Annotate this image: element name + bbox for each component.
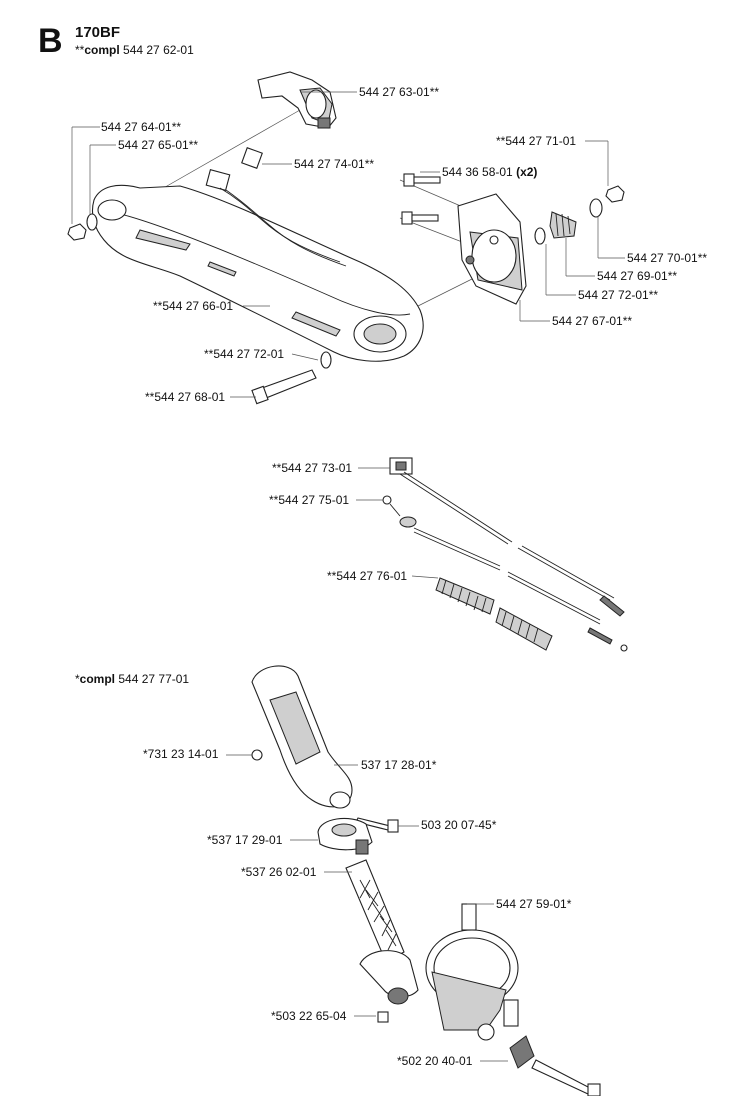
mount-clamp bbox=[425, 903, 519, 1041]
part-label-544-36-58-01[interactable]: 544 36 58-01 (x2) bbox=[442, 165, 538, 179]
part-label-544-27-64-01[interactable]: 544 27 64-01** bbox=[101, 120, 182, 134]
part-label-537-17-28-01[interactable]: 537 17 28-01* bbox=[361, 758, 437, 772]
part-label-544-27-59-01[interactable]: 544 27 59-01* bbox=[496, 897, 572, 911]
part-label-544-27-69-01[interactable]: 544 27 69-01** bbox=[597, 269, 678, 283]
nut-left bbox=[67, 213, 98, 241]
upper-handle-assembly bbox=[67, 71, 625, 405]
spiral-sleeve bbox=[435, 577, 553, 651]
part-label-544-27-68-01[interactable]: **544 27 68-01 bbox=[145, 390, 226, 404]
part-label-544-27-67-01[interactable]: 544 27 67-01** bbox=[552, 314, 633, 328]
part-label-537-17-29-01[interactable]: *537 17 29-01 bbox=[207, 833, 283, 847]
part-label-544-27-63-01[interactable]: 544 27 63-01** bbox=[359, 85, 440, 99]
cable-assembly bbox=[356, 457, 628, 652]
switch-part bbox=[205, 147, 347, 267]
part-label-544-27-72-01-washer[interactable]: 544 27 72-01** bbox=[578, 288, 659, 302]
assembly-label-lower: *compl 544 27 77-01 bbox=[75, 672, 190, 686]
gear-housing bbox=[457, 193, 527, 305]
lower-handle-assembly bbox=[226, 665, 601, 1096]
clamp-part bbox=[257, 71, 337, 129]
part-label-544-27-72-01-lower[interactable]: **544 27 72-01 bbox=[204, 347, 285, 361]
part-label-544-27-76-01[interactable]: **544 27 76-01 bbox=[327, 569, 408, 583]
spring-set bbox=[534, 185, 625, 245]
handle-body bbox=[91, 184, 424, 362]
part-label-544-27-70-01[interactable]: 544 27 70-01** bbox=[627, 251, 708, 265]
gear-elbow bbox=[359, 950, 419, 1005]
clamp-ring bbox=[317, 817, 373, 855]
part-label-731-23-14-01[interactable]: *731 23 14-01 bbox=[143, 747, 219, 761]
part-label-544-27-74-01[interactable]: 544 27 74-01** bbox=[294, 157, 375, 171]
part-label-503-20-07-45[interactable]: 503 20 07-45* bbox=[421, 818, 497, 832]
part-label-544-27-75-01[interactable]: **544 27 75-01 bbox=[269, 493, 350, 507]
bolts-pair bbox=[401, 173, 441, 225]
part-label-544-27-65-01[interactable]: 544 27 65-01** bbox=[118, 138, 199, 152]
part-label-537-26-02-01[interactable]: *537 26 02-01 bbox=[241, 865, 317, 879]
assembly-label-upper: **compl 544 27 62-01 bbox=[75, 43, 194, 57]
model-number: 170BF bbox=[75, 24, 121, 41]
section-letter: B bbox=[38, 22, 63, 60]
part-label-544-27-66-01[interactable]: **544 27 66-01 bbox=[153, 299, 234, 313]
shaft-tube bbox=[345, 859, 405, 963]
part-label-544-27-73-01[interactable]: **544 27 73-01 bbox=[272, 461, 353, 475]
part-label-502-20-40-01[interactable]: *502 20 40-01 bbox=[397, 1054, 473, 1068]
part-label-544-27-71-01[interactable]: **544 27 71-01 bbox=[496, 134, 577, 148]
part-label-503-22-65-04[interactable]: *503 22 65-04 bbox=[271, 1009, 347, 1023]
bevel-gear bbox=[509, 1035, 601, 1096]
bolt-lower bbox=[251, 351, 332, 405]
grip-handle bbox=[251, 665, 353, 809]
